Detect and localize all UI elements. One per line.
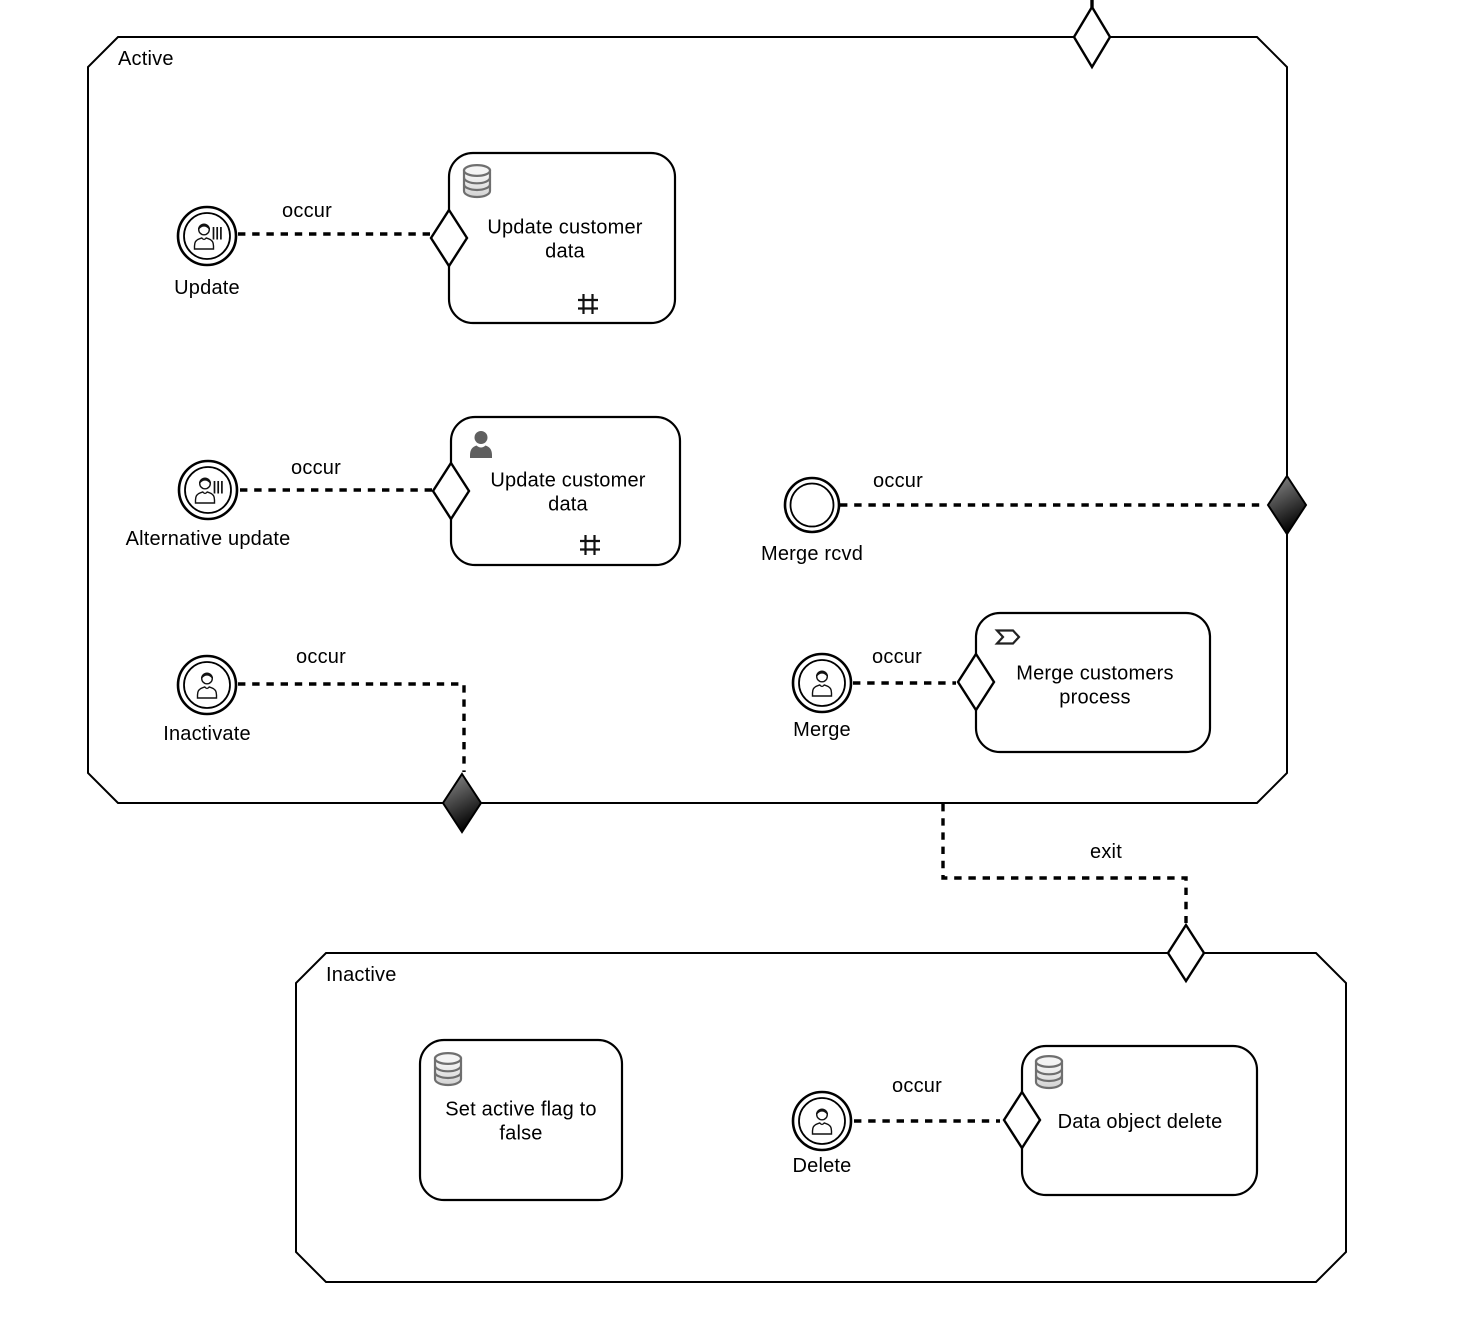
state-active-shape[interactable] [87,36,1288,804]
edge-label-occur: occur [872,645,922,668]
edge-label-occur: occur [296,645,346,668]
edge-label-exit: exit [1090,840,1122,863]
event-merge-rcvd-label: Merge rcvd [760,542,864,565]
task-set-active-flag[interactable] [418,1038,624,1202]
gateway-active-bottom-dark[interactable] [441,772,483,834]
gateway-inactive-top[interactable] [1166,922,1206,984]
state-inactive-label: Inactive [326,963,397,986]
event-inactivate[interactable] [176,654,238,716]
database-icon [433,1051,463,1087]
event-delete[interactable] [791,1090,853,1152]
task-label: Data object delete [1057,1110,1223,1133]
gateway-active-right-dark[interactable] [1266,474,1308,536]
edge-label-occur: occur [873,469,923,492]
task-label: Set active flag to false [445,1098,597,1145]
event-delete-label: Delete [792,1154,852,1177]
person-icon [470,431,492,458]
event-merge-rcvd[interactable] [783,476,841,534]
event-alt-update-label: Alternative update [125,527,291,550]
gateway-active-top[interactable] [1072,4,1112,70]
edge-inactivate-occur[interactable] [238,682,466,772]
gateway-task1-entry[interactable] [429,207,469,269]
process-arrow-icon [994,629,1021,645]
task-label: Merge customers process [1016,662,1174,709]
database-icon [462,164,492,199]
task-label: Update customer data [490,469,646,516]
gateway-task2-entry[interactable] [431,460,471,522]
event-update-label: Update [174,276,240,299]
event-update[interactable] [176,205,238,267]
task-label: Update customer data [487,216,643,263]
edge-label-occur: occur [892,1074,942,1097]
edge-label-occur: occur [291,456,341,479]
event-merge[interactable] [791,652,853,714]
gateway-task3-entry[interactable] [956,651,996,713]
state-active-label: Active [118,47,174,70]
event-inactivate-label: Inactivate [163,722,251,745]
gateway-task5-entry[interactable] [1002,1089,1042,1151]
event-alternative-update[interactable] [177,459,239,521]
edge-label-occur: occur [282,199,332,222]
event-merge-label: Merge [793,718,851,741]
edge-exit[interactable] [941,804,1188,923]
database-icon [1034,1054,1064,1090]
